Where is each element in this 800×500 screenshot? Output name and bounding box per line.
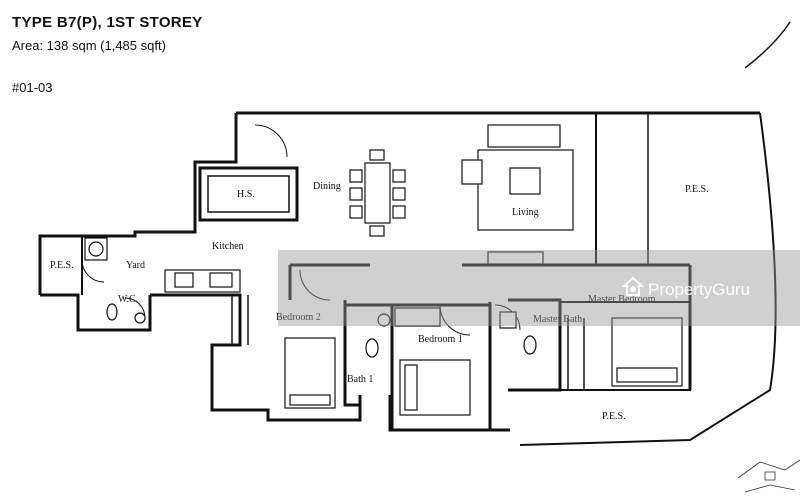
room-label-wc: W.C.: [118, 294, 138, 305]
area-text: Area: 138 sqm (1,485 sqft): [12, 38, 166, 53]
room-label-bath1: Bath 1: [347, 374, 373, 385]
unit-number: #01-03: [12, 80, 53, 95]
room-label-yard: Yard: [126, 260, 145, 271]
room-label-hs: H.S.: [237, 189, 255, 200]
decorative-curve: [744, 21, 791, 69]
walls: [38, 111, 777, 446]
armchair: [461, 159, 483, 185]
room-label-kitchen: Kitchen: [212, 241, 244, 252]
site-plan-thumbnail: [737, 459, 800, 493]
room-label-bedroom2: Bedroom 2: [276, 312, 321, 323]
propertyguru-logo-icon: [622, 276, 644, 296]
wardrobe-bedroom1: [394, 307, 441, 327]
plan-title: TYPE B7(P), 1ST STOREY: [12, 14, 203, 31]
room-label-pes-left: P.E.S.: [50, 260, 74, 271]
coffee-table: [509, 167, 541, 195]
room-label-bedroom1: Bedroom 1: [418, 334, 463, 345]
room-label-dining: Dining: [313, 181, 341, 192]
wardrobe-living: [487, 251, 544, 265]
dining-table: [364, 162, 391, 224]
sofa: [487, 124, 561, 148]
room-label-master-bath: Master Bath: [533, 314, 582, 325]
toilet-master-bath: [523, 335, 537, 355]
watermark-text: PropertyGuru: [648, 280, 751, 299]
furniture: [84, 124, 683, 416]
room-label-master-bedroom: Master Bedroom: [588, 294, 656, 305]
room-label-pes-top: P.E.S.: [685, 184, 709, 195]
toilet-bath1: [365, 338, 379, 358]
room-label-living: Living: [512, 207, 539, 218]
watermark-band: [278, 250, 800, 326]
toilet-wc: [106, 303, 118, 321]
room-label-pes-bottom: P.E.S.: [602, 411, 626, 422]
